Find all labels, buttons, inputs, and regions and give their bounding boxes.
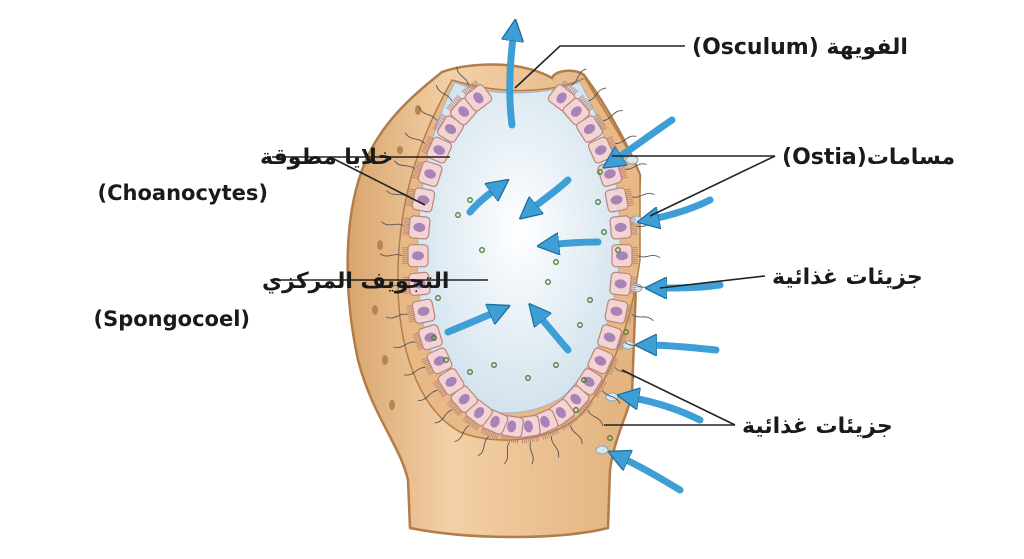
- leader-lines: [270, 45, 776, 426]
- food-particles-label-1: جزيئات غذائية: [772, 265, 923, 290]
- leader-choanocytes-b: [329, 156, 426, 206]
- ostia-label: مسامات(Ostia): [782, 145, 955, 170]
- food-particle: [467, 197, 473, 203]
- food-particle: [553, 362, 559, 368]
- food-particle: [595, 199, 601, 205]
- choanocyte-cell: [609, 215, 659, 240]
- spongocoel-label-en: (Spongocoel): [93, 307, 250, 331]
- ostia-inflow-arrow-6: [618, 456, 684, 494]
- food-particle: [573, 407, 579, 413]
- choanocytes-label-ar: خلايا مطوقة: [260, 145, 393, 170]
- choanocyte-cell: [434, 385, 479, 424]
- food-particle: [431, 335, 437, 341]
- leader-food-2a: [621, 369, 736, 426]
- choanocyte-cell: [379, 244, 429, 268]
- choanocytes-label-en: (Choanocytes): [98, 181, 268, 205]
- choanocyte-cell: [611, 244, 661, 268]
- ostia-inflow-arrow-2: [648, 196, 714, 220]
- ostia-inflow-arrow-5: [628, 397, 704, 424]
- choanocyte-cell: [604, 298, 654, 324]
- food-particle: [545, 279, 551, 285]
- choanocyte-cell: [381, 215, 431, 240]
- choanocyte-cell: [604, 187, 655, 213]
- food-particle: [491, 362, 497, 368]
- water-flow-arrows: [444, 30, 724, 494]
- osculum-outflow-arrow: [510, 30, 514, 129]
- food-particle: [479, 247, 485, 253]
- choanocyte-cell: [381, 271, 431, 297]
- food-particles: [431, 169, 629, 441]
- leader-ostia-2: [649, 155, 776, 217]
- choanocyte-cell: [385, 298, 436, 324]
- choanocyte-cell: [576, 110, 623, 143]
- labels: الفويهة (Osculum) مسامات(Ostia) جزيئات غ…: [93, 35, 955, 439]
- choanocyte-cell: [587, 347, 635, 379]
- food-particle: [553, 259, 559, 265]
- food-particle: [597, 169, 603, 175]
- leader-food-1: [659, 275, 766, 289]
- food-particle: [577, 322, 583, 328]
- ostia-inflow-arrow-4: [646, 345, 720, 350]
- choanocyte-cell: [386, 187, 436, 213]
- internal-arrow-3: [548, 242, 602, 245]
- choanocyte-cell: [456, 66, 493, 112]
- choanocyte-layer: [379, 66, 661, 465]
- wall-pores: [372, 105, 421, 410]
- food-particle: [607, 435, 613, 441]
- internal-arrow-1: [466, 186, 500, 216]
- food-particles-label-2: جزيئات غذائية: [742, 414, 893, 439]
- choanocyte-cell: [394, 160, 443, 187]
- food-particle: [467, 369, 473, 375]
- food-particle: [601, 229, 607, 235]
- food-particle: [587, 297, 593, 303]
- choanocyte-cell: [609, 271, 659, 297]
- choanocyte-cell: [597, 324, 646, 351]
- choanocyte-cell: [404, 347, 453, 376]
- choanocyte-cell: [393, 324, 443, 351]
- food-particle: [581, 377, 587, 383]
- food-particle: [615, 247, 621, 253]
- internal-arrow-5: [536, 312, 572, 354]
- food-particle: [455, 212, 461, 218]
- osculum-label: الفويهة (Osculum): [692, 35, 908, 60]
- ostia-inflow-arrow-1: [612, 116, 676, 162]
- food-particle: [443, 357, 449, 363]
- internal-arrow-4: [444, 310, 500, 336]
- choanocyte-cell: [417, 368, 465, 401]
- spongocoel-label-ar: التجويف المركزي: [262, 269, 449, 294]
- leader-osculum: [514, 45, 685, 89]
- food-particle: [525, 375, 531, 381]
- food-particle: [435, 295, 441, 301]
- internal-arrow-2: [528, 176, 572, 212]
- spongocoel-cavity: [417, 81, 621, 414]
- food-particle: [623, 329, 629, 335]
